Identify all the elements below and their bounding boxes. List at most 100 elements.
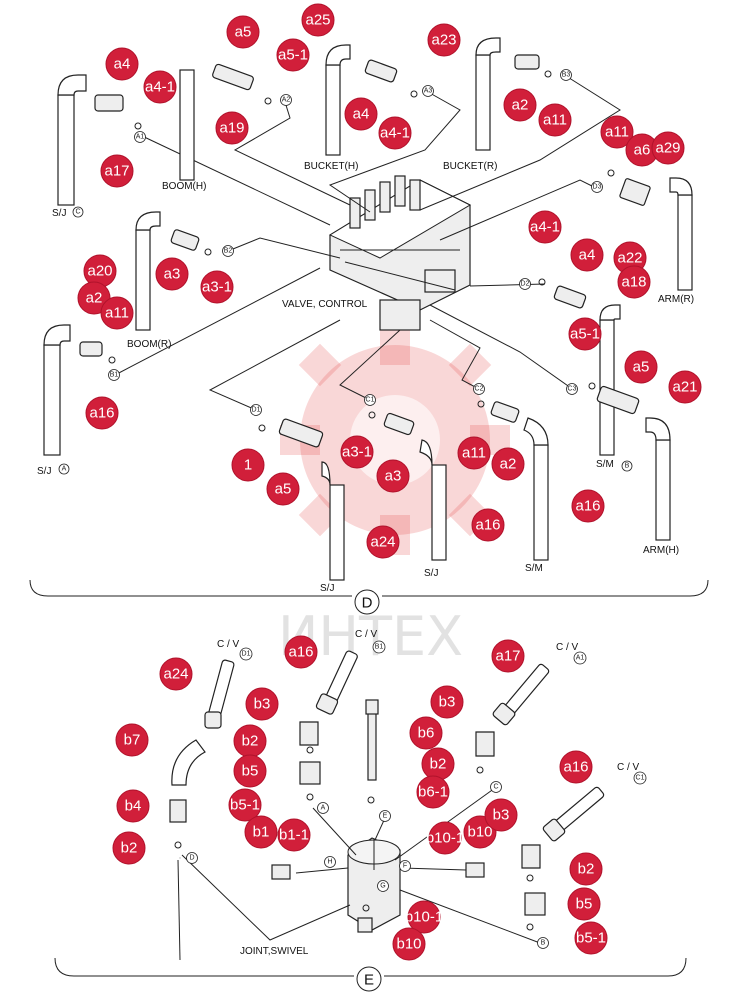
plug-b10 — [357, 917, 373, 933]
svg-text:a22: a22 — [617, 250, 642, 267]
svg-text:D2: D2 — [521, 281, 530, 288]
section-d-frame-right — [382, 579, 709, 597]
callout-tag: 1 — [231, 448, 265, 482]
svg-text:a11: a11 — [605, 124, 629, 141]
label-sj-d: S/J — [320, 583, 334, 594]
callout-tags: a4 a5 a25 a23 a4-1 a5-1 a4 a4-1 a2 a11 a… — [77, 3, 702, 961]
ports-d: C A1 A2 A3 B2 B3 D3 D2 B1 A D1 C1 C2 C3 … — [58, 69, 633, 475]
callout-tag: a5-1 — [568, 317, 602, 351]
port-label: D2 — [519, 278, 531, 290]
callout-tag: b1 — [244, 815, 278, 849]
callout-tag: a4 — [344, 97, 378, 131]
elbow-b3-left — [299, 721, 319, 746]
svg-text:H: H — [327, 859, 332, 866]
port-label: A1 — [573, 651, 587, 665]
svg-text:A3: A3 — [424, 88, 433, 95]
svg-text:a2: a2 — [512, 97, 529, 114]
callout-tag: a11 — [600, 115, 634, 149]
svg-text:a5-1: a5-1 — [570, 326, 600, 343]
callout-tag: a4 — [570, 238, 604, 272]
callout-tag: b10 — [392, 927, 426, 961]
svg-text:b2: b2 — [430, 756, 447, 773]
callout-tag: a16 — [559, 750, 593, 784]
svg-text:B1: B1 — [375, 644, 384, 651]
port-label: A1 — [134, 131, 146, 143]
svg-text:a16: a16 — [563, 759, 588, 776]
section-d-frame-left — [29, 579, 352, 597]
callout-tag: b2 — [112, 831, 146, 865]
svg-text:B: B — [625, 463, 630, 470]
hose-cv-d1 — [207, 659, 235, 721]
label-sj-c: S/J — [52, 208, 66, 219]
ports-d-extra: D — [179, 857, 181, 859]
callout-tag: b10-1 — [426, 821, 464, 855]
svg-text:a3-1: a3-1 — [202, 279, 232, 296]
callout-tag: a24 — [159, 657, 193, 691]
svg-text:a18: a18 — [621, 274, 646, 291]
label-sm-a: S/M — [525, 563, 543, 574]
svg-text:b1-1: b1-1 — [279, 827, 309, 844]
elbow-b3-center — [475, 731, 495, 757]
hose-sj-a — [43, 344, 61, 456]
callout-tag: a2 — [503, 88, 537, 122]
port-label: C — [490, 781, 502, 793]
callout-tag: a11 — [538, 103, 572, 137]
callout-tag: a18 — [617, 265, 651, 299]
callout-tag: a3-1 — [200, 270, 234, 304]
svg-text:B1: B1 — [110, 372, 119, 379]
callout-tag: a17 — [491, 639, 525, 673]
svg-text:a17: a17 — [495, 648, 520, 665]
svg-text:C: C — [493, 784, 498, 791]
callout-tag: a11 — [100, 296, 134, 330]
callout-tag: a21 — [668, 370, 702, 404]
label-bucket-r: BUCKET(R) — [443, 161, 497, 172]
callout-tag: a5 — [226, 15, 260, 49]
svg-text:E: E — [383, 813, 388, 820]
section-d-badge: D — [354, 589, 380, 615]
svg-text:b5-1: b5-1 — [230, 797, 260, 814]
svg-text:a16: a16 — [575, 498, 600, 515]
svg-text:b3: b3 — [493, 807, 510, 824]
svg-text:C2: C2 — [475, 386, 484, 393]
callout-tag: b2 — [569, 852, 603, 886]
callout-tag: a16 — [85, 396, 119, 430]
port-label: C1 — [633, 771, 647, 785]
fitting-b5-right — [524, 892, 546, 916]
svg-text:C3: C3 — [568, 386, 577, 393]
port-label: C2 — [473, 383, 485, 395]
label-sm-b: S/M — [596, 459, 614, 470]
svg-text:a6: a6 — [634, 142, 651, 159]
callout-tag: a4-1 — [528, 210, 562, 244]
svg-text:a2: a2 — [500, 456, 517, 473]
pipe-b6 — [367, 709, 377, 781]
port-label: D — [186, 852, 198, 864]
callout-tag: a23 — [427, 23, 461, 57]
svg-text:a3: a3 — [385, 468, 402, 485]
elbow-b3-right — [521, 844, 541, 869]
elbow-b7 — [171, 739, 206, 786]
port-label: E — [379, 810, 391, 822]
svg-text:a5: a5 — [235, 24, 252, 41]
port-label: B3 — [560, 69, 572, 81]
svg-text:D3: D3 — [593, 184, 602, 191]
svg-text:a4: a4 — [353, 106, 370, 123]
svg-text:a2: a2 — [86, 290, 103, 307]
callout-tag: a4 — [105, 47, 139, 81]
section-e-frame-left — [54, 957, 354, 977]
port-label: D — [179, 857, 181, 859]
callout-tag: b5 — [567, 887, 601, 921]
callout-tag: b3 — [430, 685, 464, 719]
callout-tag: b6-1 — [416, 775, 450, 809]
callout-tag: a11 — [457, 436, 491, 470]
port-label: B1 — [108, 369, 120, 381]
svg-text:a5: a5 — [633, 359, 650, 376]
port-label: H — [324, 856, 336, 868]
svg-text:B3: B3 — [562, 72, 571, 79]
svg-text:a4-1: a4-1 — [145, 79, 175, 96]
label-sj-b: S/J — [424, 568, 438, 579]
callout-tag: a16 — [284, 635, 318, 669]
port-label: F — [399, 860, 411, 872]
svg-text:a4: a4 — [114, 56, 131, 73]
svg-text:a19: a19 — [219, 120, 244, 137]
